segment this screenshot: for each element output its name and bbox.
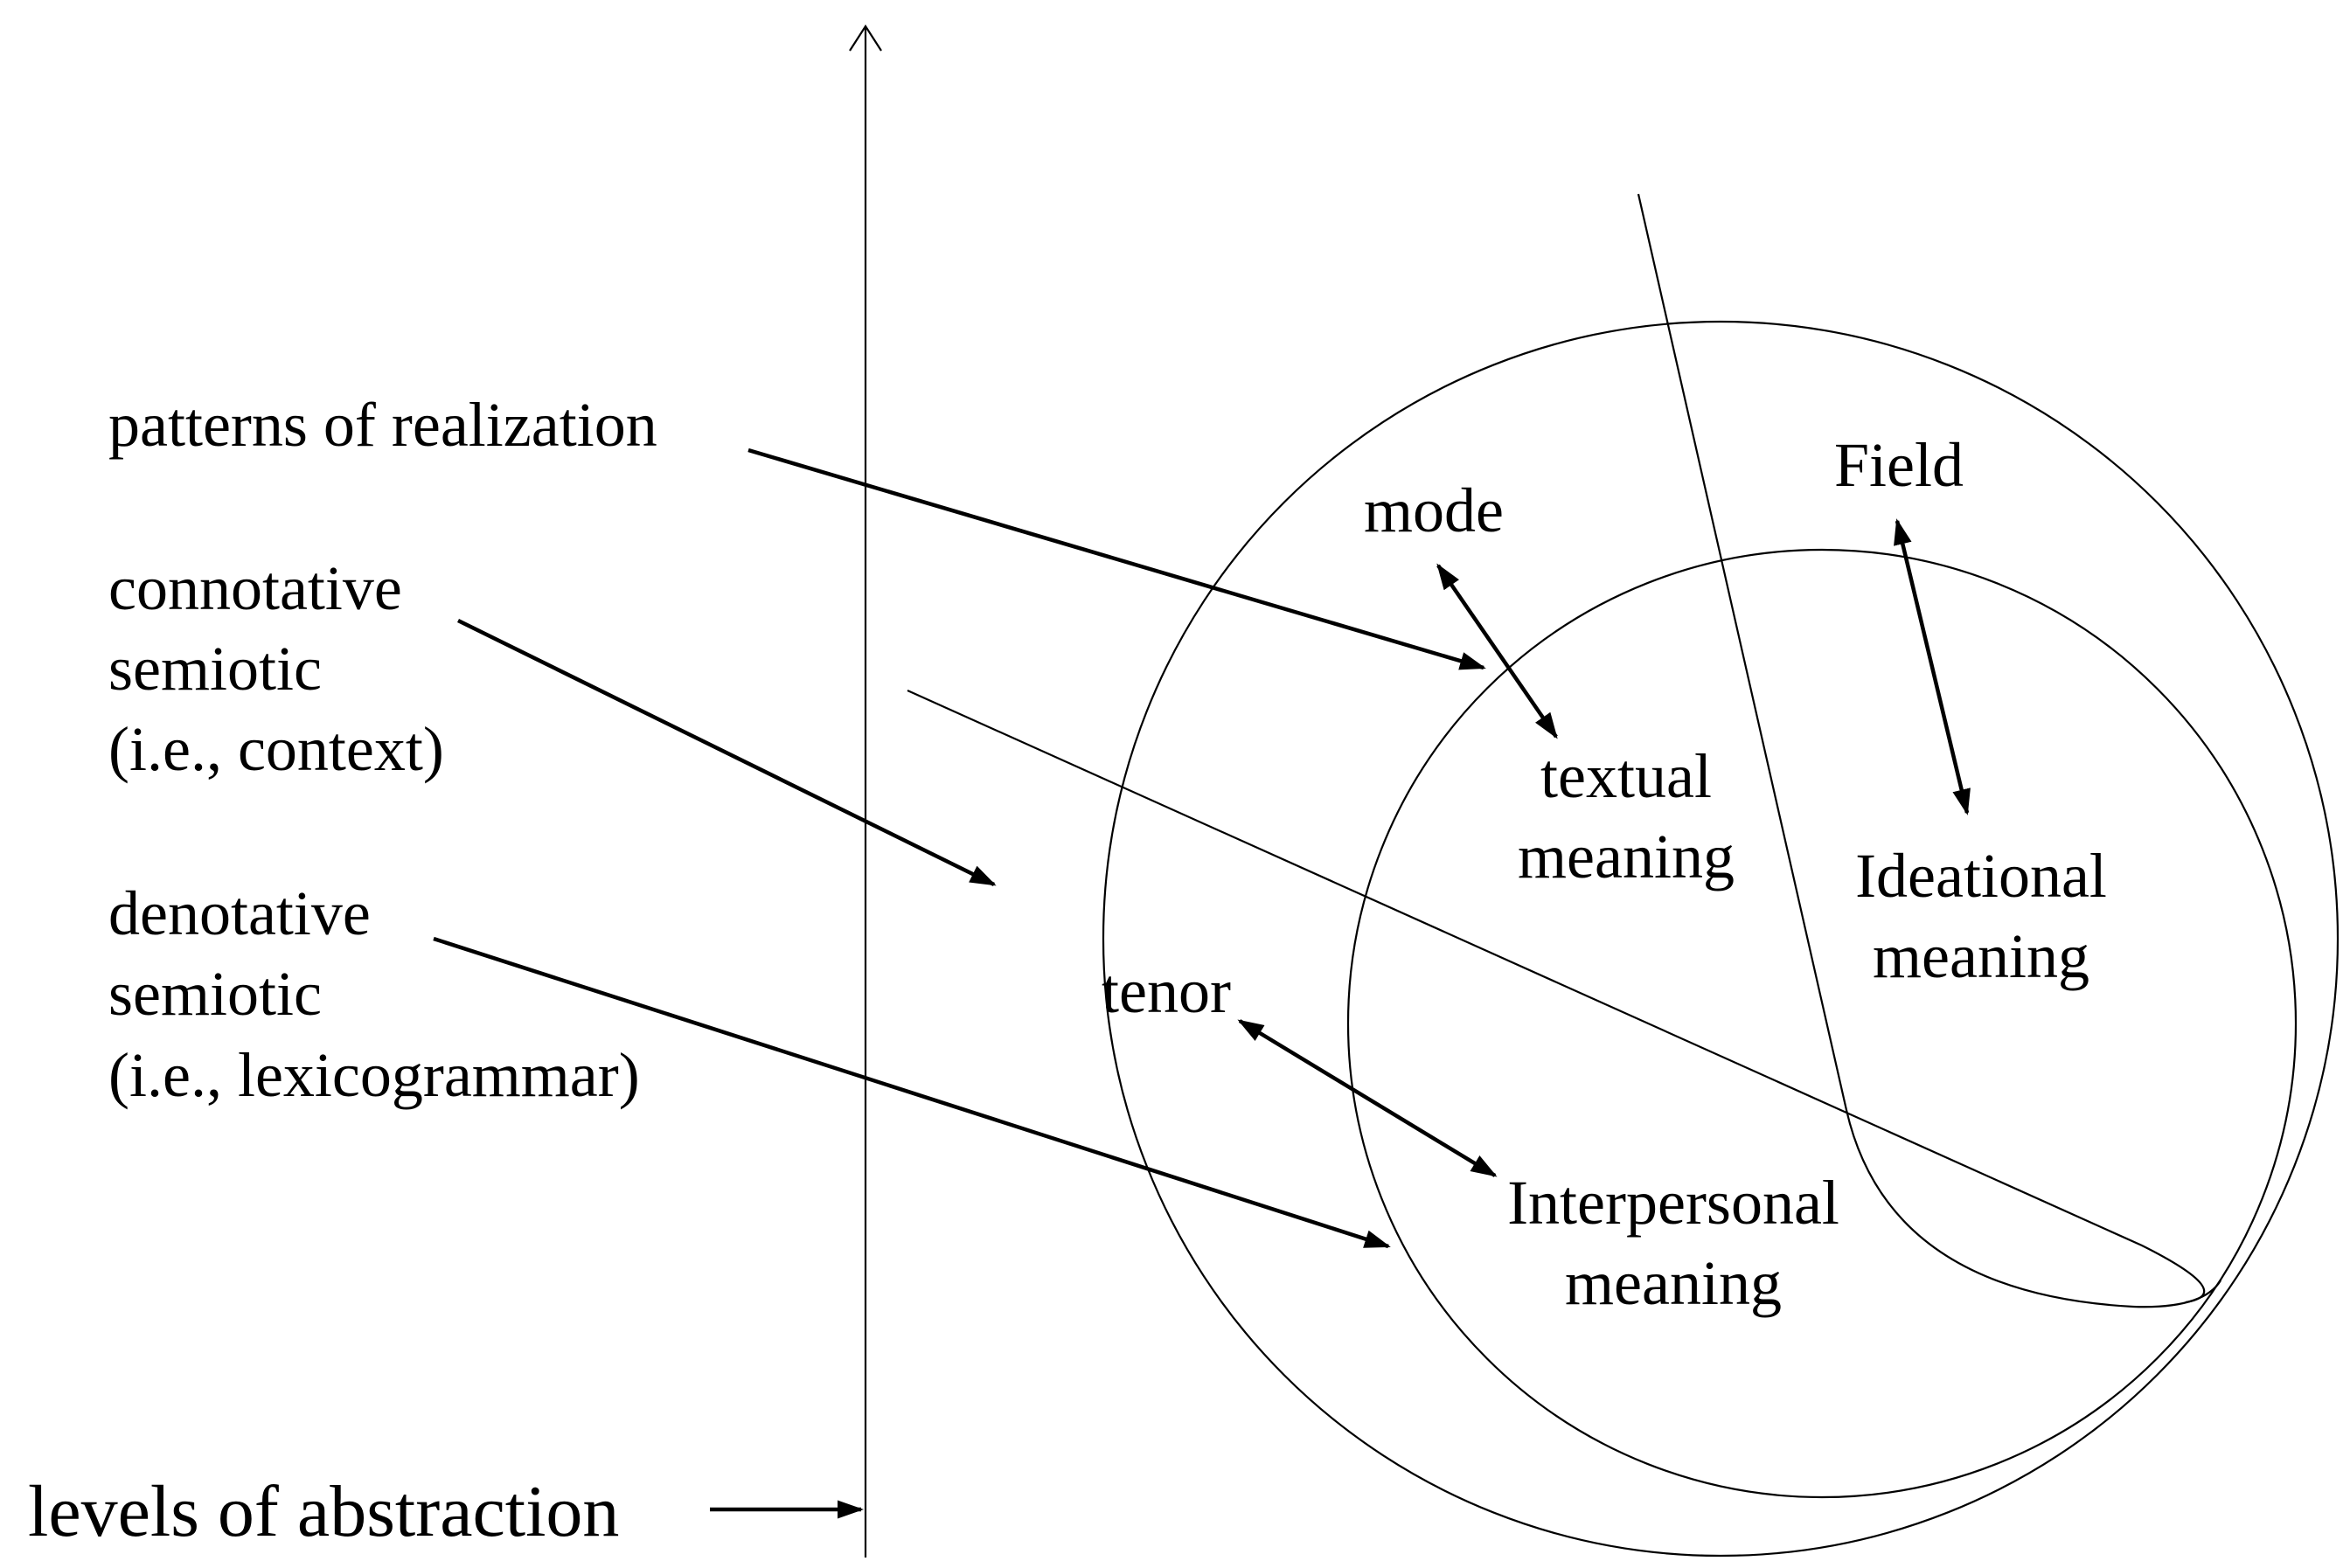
denotative-arrow	[433, 936, 1391, 1249]
connotative-semiotic-label-line3: (i.e., context)	[108, 714, 444, 784]
textual-meaning-label-line2: meaning	[1518, 822, 1735, 892]
connotative-semiotic-label-line2: semiotic	[108, 634, 322, 704]
tenor-interpersonal-arrow	[1237, 1019, 1498, 1177]
ideational-meaning-label-line2: meaning	[1873, 921, 2089, 991]
patterns-of-realization-label: patterns of realization	[108, 390, 657, 460]
region-divider-curve	[1637, 193, 2221, 1308]
patterns-arrow	[747, 448, 1486, 670]
textual-meaning-label-line1: textual	[1540, 741, 1712, 811]
context-circle	[1102, 320, 2340, 1558]
field-ideational-arrow	[1894, 518, 1971, 815]
denotative-semiotic-label-line3: (i.e., lexicogrammar)	[108, 1040, 640, 1110]
levels-of-abstraction-label: levels of abstraction	[28, 1471, 619, 1552]
denotative-semiotic-label-line1: denotative	[108, 878, 371, 948]
field-label: Field	[1834, 430, 1964, 500]
interpersonal-meaning-label-line1: Interpersonal	[1507, 1168, 1839, 1238]
ideational-meaning-label-line1: Ideational	[1855, 841, 2107, 911]
abstraction-axis-arrowhead	[849, 24, 882, 52]
mode-label: mode	[1364, 475, 1504, 545]
interpersonal-meaning-label-line2: meaning	[1565, 1248, 1782, 1318]
connotative-arrow	[457, 618, 997, 887]
denotative-semiotic-label-line2: semiotic	[108, 959, 322, 1029]
tenor-label: tenor	[1102, 956, 1231, 1026]
connotative-semiotic-label-line1: connotative	[108, 553, 402, 623]
mode-textual-arrow	[1436, 563, 1558, 739]
lexicogrammar-circle	[1346, 548, 2298, 1499]
